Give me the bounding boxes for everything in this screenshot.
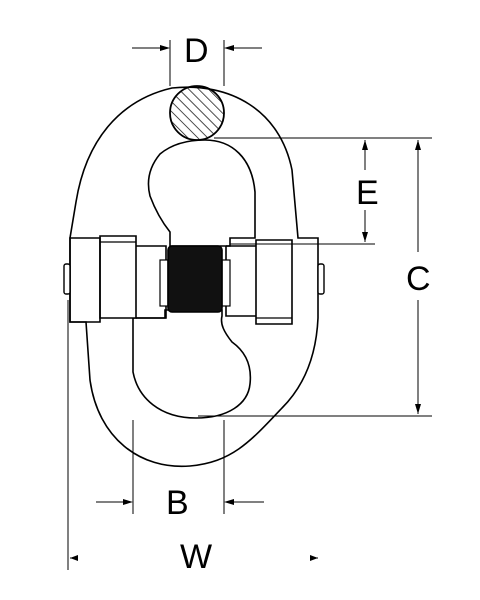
dimension-e: E xyxy=(214,137,379,245)
label-e: E xyxy=(356,174,379,212)
dimension-b: B xyxy=(96,420,264,522)
label-w: W xyxy=(180,538,212,576)
pin-right-washer xyxy=(221,259,231,307)
dimension-d: D xyxy=(132,32,262,86)
dimension-w: W xyxy=(67,300,318,576)
label-b: B xyxy=(166,484,189,522)
left-outer-block xyxy=(69,237,101,323)
label-c: C xyxy=(406,260,431,298)
right-pin-nub xyxy=(317,263,325,295)
left-pin-nub xyxy=(63,263,71,295)
cross-section-circle xyxy=(169,85,225,141)
left-lug xyxy=(99,235,137,319)
link-outer-outline xyxy=(69,86,319,468)
link-upper-opening xyxy=(147,139,256,247)
pin-left-washer xyxy=(159,259,169,307)
link-lower-opening xyxy=(132,309,252,419)
right-lug xyxy=(255,239,293,325)
center-pin xyxy=(167,245,223,313)
dimension-c: C xyxy=(198,137,432,417)
label-d: D xyxy=(184,32,209,70)
